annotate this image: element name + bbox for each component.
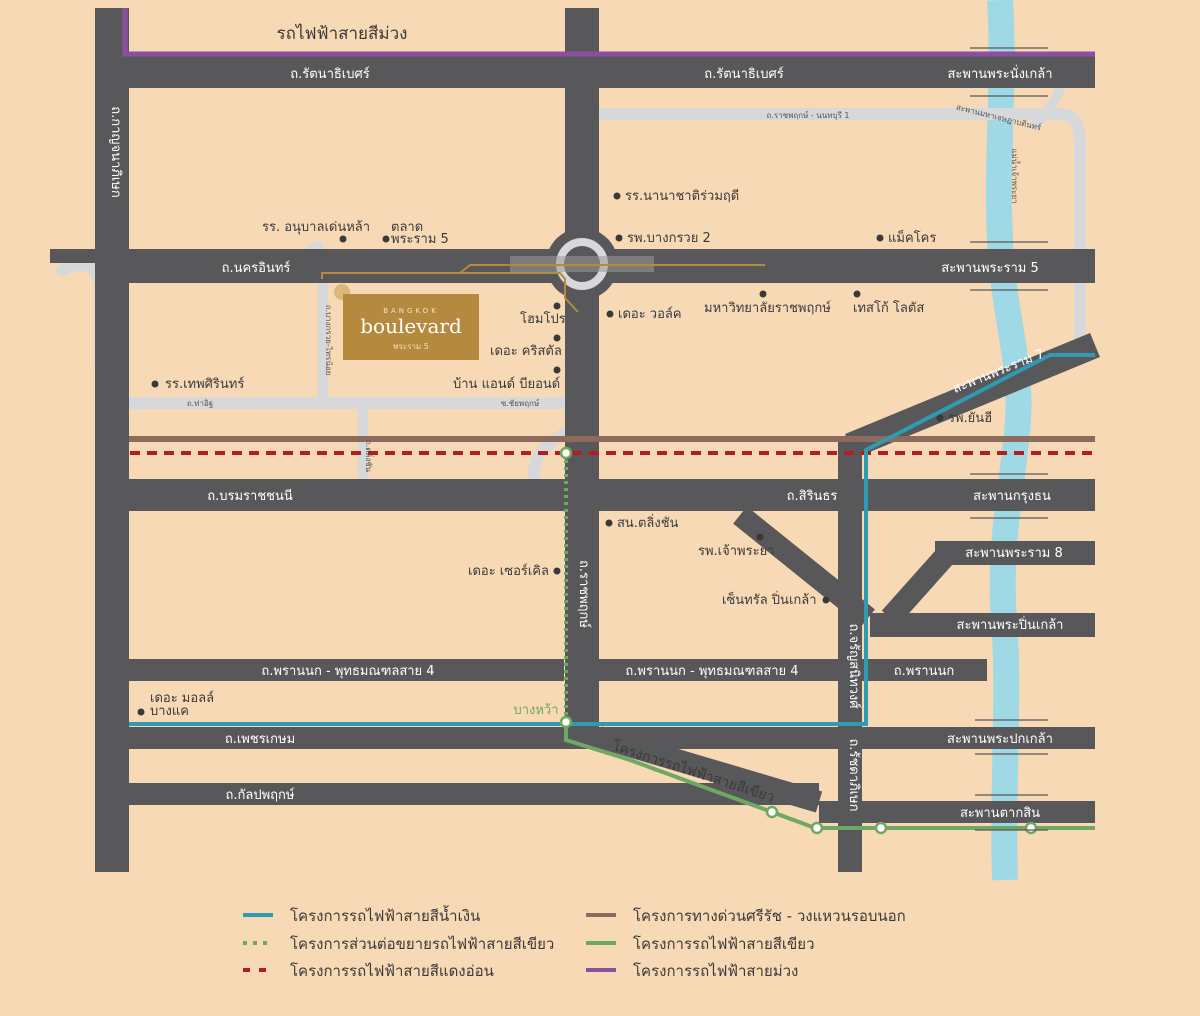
green-line-stations [559, 446, 1038, 835]
place-the-crystal: เดอะ คริสตัล [490, 344, 562, 359]
chao-phraya-river [985, 0, 1032, 881]
kanlapaphruek-label: ถ.กัลปพฤกษ์ [226, 787, 295, 803]
ratchaphruek-label: ถ.ราชพฤกษ์ [576, 560, 592, 628]
legend-green-extension: โครงการส่วนต่อขยายรถไฟฟ้าสายสีเขียว [290, 935, 554, 953]
legend-light-red: โครงการรถไฟฟ้าสายสีแดงอ่อน [290, 962, 494, 980]
place-the-walk: เดอะ วอล์ค [618, 306, 682, 322]
place-market-rama5: พระราม 5 [391, 232, 449, 247]
rattanathibet-west-label: ถ.รัตนาธิเบศร์ [290, 66, 369, 82]
place-market: ตลาด [391, 220, 423, 235]
project-access-route [321, 272, 579, 313]
legend: โครงการรถไฟฟ้าสายสีน้ำเงิน โครงการส่วนต่… [243, 905, 906, 980]
ratchaphruek-nonthaburi1-label: ถ.ราชพฤกษ์ - นนทบุรี 1 [766, 110, 849, 120]
project-box [343, 294, 479, 360]
place-yanhee: รพ.ยันฮี [948, 410, 992, 426]
place-chao-phraya-hospital: รพ.เจ้าพระยา [698, 544, 775, 559]
legend-purple: โครงการรถไฟฟ้าสายม่วง [633, 962, 798, 980]
bang-kruai-sai-noi-label: ถ.บางกรวย-ไทรน้อย [324, 305, 333, 376]
place-central-pinklao: เซ็นทรัล ปิ่นเกล้า [722, 590, 817, 608]
phetkasem-label: ถ.เพชรเกษม [225, 732, 295, 747]
chao-phraya-river-label: แม่น้ำเจ้าพระยา [1010, 148, 1021, 203]
soi-chaiyaphruek-label: ซ.ชัยพฤกษ์ [501, 398, 540, 408]
place-debsirin: รร.เทพศิรินทร์ [165, 376, 244, 392]
place-makro: แม็คโคร [888, 228, 936, 246]
legend-green: โครงการรถไฟฟ้าสายสีเขียว [633, 935, 815, 953]
green-line [564, 722, 1095, 830]
main-roads [50, 8, 1095, 872]
bang-wa-label: บางหว้า [513, 703, 558, 718]
kanlapaphruek-minor-label: ถ.ตลิ่งชัน [364, 440, 375, 473]
expressway-line [129, 436, 1095, 442]
project-top: BANGKOK [383, 307, 439, 315]
purple-line-label: รถไฟฟ้าสายสีม่วง [277, 23, 408, 44]
purple-line [122, 8, 1095, 57]
krungthon-bridge-label: สะพานกรุงธน [973, 489, 1051, 504]
rattanathibet-east-label: ถ.รัตนาธิเบศร์ [704, 66, 783, 82]
ratchadaphisek-label: ถ.รัชดาภิเษก [846, 738, 861, 811]
pinklao-bridge-label: สะพานพระปิ่นเกล้า [957, 616, 1064, 633]
place-bang-khae: บางแค [150, 704, 189, 719]
rama8-bridge-label: สะพานพระราม 8 [965, 546, 1062, 561]
legend-blue: โครงการรถไฟฟ้าสายสีน้ำเงิน [290, 905, 480, 925]
phran-nok-west-label: ถ.พรานนก - พุทธมณฑลสาย 4 [261, 664, 434, 679]
project-sub: พระราม 5 [393, 342, 429, 351]
place-denla: รร. อนุบาลเด่นหล้า [262, 220, 370, 235]
place-homepro: โฮมโปร [520, 311, 566, 327]
blue-line [129, 353, 1095, 726]
place-the-mall: เดอะ มอลล์ [150, 690, 214, 706]
nonthaburi-bridge-label: สะพานพระนั่งเกล้า [947, 65, 1052, 82]
place-tesco-lotus: เทสโก้ โลตัส [853, 300, 924, 316]
soi-tha-it-label: ถ.ท่าอิฐ [187, 399, 213, 408]
rama5-bridge-label: สะพานพระราม 5 [941, 261, 1038, 276]
places: รร.นานาชาติร่วมฤดี รร. อนุบาลเด่นหล้า ตล… [137, 188, 992, 719]
phran-nok-center-label: ถ.พรานนก - พุทธมณฑลสาย 4 [625, 664, 798, 679]
taksin-bridge-label: สะพานตากสิน [960, 806, 1040, 821]
project-name: boulevard [360, 314, 462, 338]
sirindhorn-label: ถ.สิรินธร [787, 489, 838, 504]
place-taling-chan-police: สน.ตลิ่งชัน [617, 514, 679, 531]
project-route-east [388, 264, 765, 274]
borommaratchachonnani-label: ถ.บรมราชชนนี [207, 488, 293, 504]
place-ruamrudee: รร.นานาชาติร่วมฤดี [625, 188, 739, 204]
place-the-circle: เดอะ เซอร์เคิล [468, 563, 549, 579]
phran-nok-east-label: ถ.พรานนก [894, 664, 955, 679]
legend-expressway: โครงการทางด่วนศรีรัช - วงแหวนรอบนอก [633, 907, 906, 925]
nakhon-in-label: ถ.นครอินทร์ [222, 260, 291, 276]
place-bangkruai-hospital: รพ.บางกรวย 2 [627, 231, 711, 246]
place-ratchaphruek-university: มหาวิทยาลัยราชพฤกษ์ [704, 300, 831, 316]
phra-pok-klao-bridge-label: สะพานพระปกเกล้า [947, 732, 1053, 747]
bridge-markers [970, 47, 1048, 831]
kanchanaphisek-label: ถ.กาญจนาภิเษก [108, 106, 123, 198]
charansanitwong-label: ถ.จรัญสนิทวงศ์ [846, 624, 862, 710]
place-baan-and-beyond: บ้าน แอนด์ บียอนด์ [453, 376, 560, 392]
